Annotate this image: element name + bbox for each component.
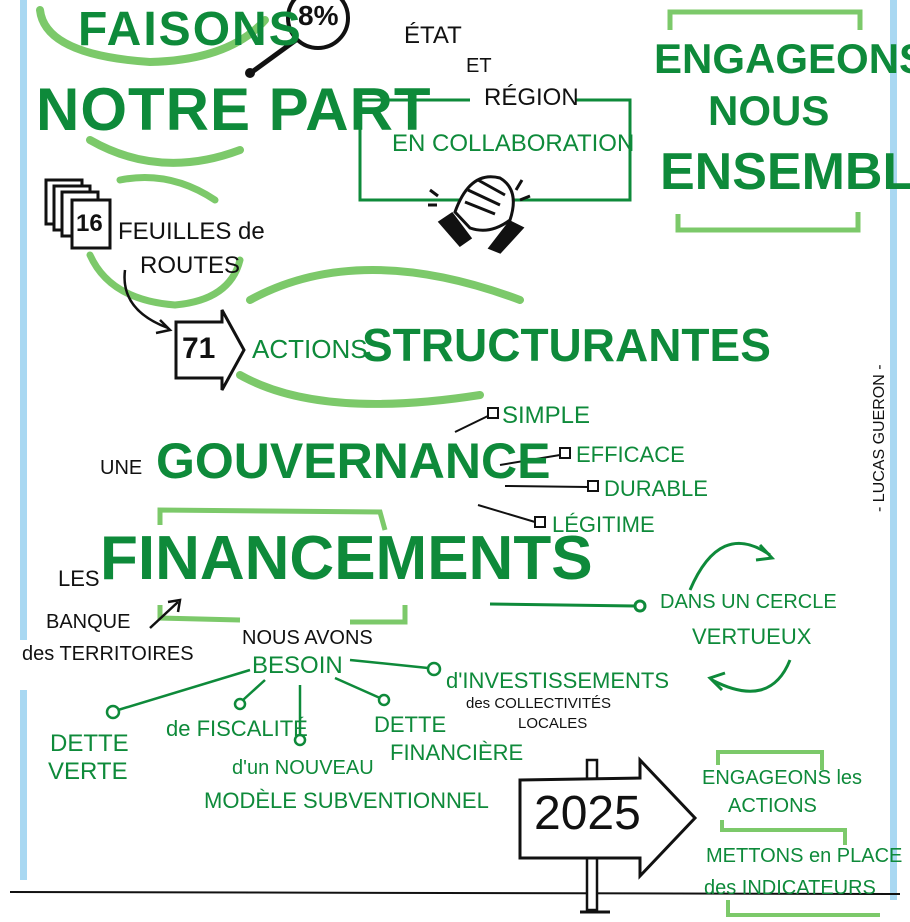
faisons-arc <box>36 6 269 67</box>
actions-label: ACTIONS <box>252 334 368 364</box>
signpost-icon <box>518 756 698 914</box>
author-signature: - LUCAS GUERON - <box>871 364 888 512</box>
dette-verte-1: DETTE <box>50 730 129 757</box>
gouvernance-text: GOUVERNANCE <box>156 433 551 489</box>
banque-text-1: BANQUE <box>46 611 131 633</box>
fiscalite-text: de FISCALITÉ <box>166 716 308 741</box>
besoin-text: BESOIN <box>252 652 343 679</box>
collaboration-text: EN COLLABORATION <box>392 130 635 157</box>
checkbox-icon <box>534 516 546 528</box>
cercle-text-1: DANS UN CERCLE <box>660 591 837 613</box>
financements-frame-bottom <box>157 605 408 625</box>
engageons-text: ENGAGEONS <box>654 35 910 82</box>
roadmap-arc <box>86 251 244 309</box>
left-border-lower <box>20 690 27 880</box>
les-text: LES <box>58 566 100 591</box>
engageons-bracket-top <box>667 9 863 30</box>
actions-count-arrow-icon <box>174 309 246 391</box>
pages-stack-icon <box>44 178 112 250</box>
quality-legitime: LÉGITIME <box>552 512 655 537</box>
handshake-icon <box>428 175 531 254</box>
cercle-text-2: VERTUEUX <box>692 624 812 649</box>
magnifier-handle-icon <box>250 37 298 75</box>
ground-line <box>9 891 901 895</box>
modele-text-1: d'un NOUVEAU <box>232 757 374 779</box>
quality-simple: SIMPLE <box>502 402 591 429</box>
structurantes-arc-top <box>246 266 524 304</box>
etat-text: ÉTAT <box>404 22 462 49</box>
cycle-arrow-icon-2 <box>711 659 792 693</box>
region-text: RÉGION <box>484 84 579 111</box>
magnifier-icon <box>286 0 350 50</box>
quality-durable: DURABLE <box>604 476 708 501</box>
dette-verte-2: VERTE <box>48 758 128 785</box>
et-text: ET <box>466 55 492 77</box>
roadmap-count: 16 <box>76 210 103 237</box>
nous-text: NOUS <box>708 87 830 134</box>
next-step-2: ACTIONS <box>728 795 817 817</box>
structurantes-text: STRUCTURANTES <box>362 319 771 371</box>
checkbox-icon <box>559 447 571 459</box>
invest-text-2: des COLLECTIVITÉS <box>466 695 612 712</box>
financements-text: FINANCEMENTS <box>100 524 593 593</box>
checkbox-icon <box>587 480 599 492</box>
next-step-3: METTONS en PLACE <box>706 845 903 867</box>
left-border <box>20 0 27 640</box>
besoin-branches <box>105 658 442 747</box>
roadmap-label-1: FEUILLES de <box>118 218 265 245</box>
invest-text-3: LOCALES <box>518 715 588 732</box>
checkbox-icon <box>487 407 499 419</box>
right-border <box>890 0 897 900</box>
engageons-bracket-bottom <box>675 212 861 233</box>
roadmap-label-2: ROUTES <box>140 252 241 279</box>
cycle-arrow-icon <box>688 541 771 591</box>
quality-efficace: EFFICACE <box>576 442 685 467</box>
modele-text-2: MODÈLE SUBVENTIONNEL <box>204 788 489 813</box>
arrow-icon <box>123 269 169 330</box>
percent-text: 8% <box>298 0 339 31</box>
dette-fin-1: DETTE <box>374 712 447 737</box>
financements-frame-top <box>157 507 388 531</box>
invest-text-1: d'INVESTISSEMENTS <box>446 668 670 693</box>
notre-part-arc <box>86 136 244 167</box>
actions-count: 71 <box>182 332 216 365</box>
next-step-4: des INDICATEURS <box>704 877 876 899</box>
notre-part-text: NOTRE PART <box>36 76 432 143</box>
nous-avons-text: NOUS AVONS <box>242 627 373 649</box>
next-step-1: ENGAGEONS les <box>702 767 863 789</box>
ensemble-text: ENSEMBLE <box>660 143 910 201</box>
faisons-text: FAISONS <box>78 3 303 56</box>
dette-fin-2: FINANCIÈRE <box>390 740 524 765</box>
une-text: UNE <box>100 457 143 479</box>
signpost-year: 2025 <box>534 787 641 840</box>
structurantes-arc-bottom <box>236 371 484 408</box>
banque-text-2: des TERRITOIRES <box>22 643 194 665</box>
banque-arrow-icon <box>149 601 179 629</box>
